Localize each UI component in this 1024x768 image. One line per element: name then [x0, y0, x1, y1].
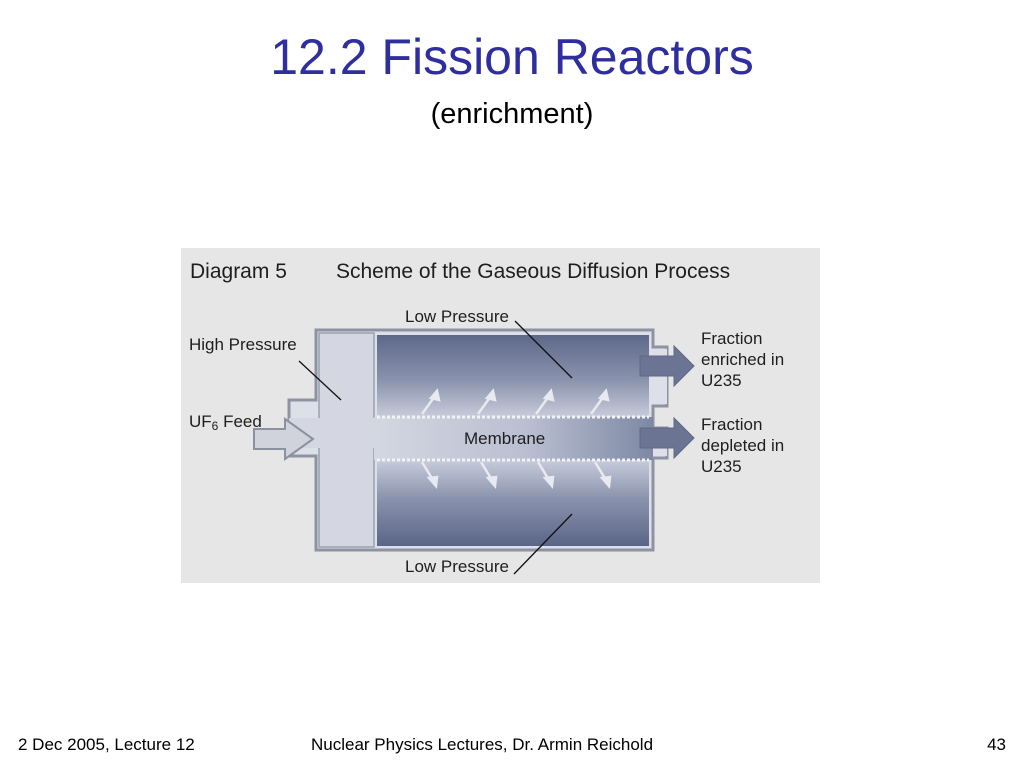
label-high-pressure: High Pressure — [189, 335, 297, 354]
enriched-line-2: enriched in — [701, 350, 784, 369]
low-pressure-chamber-top — [377, 335, 649, 417]
depleted-line-1: Fraction — [701, 415, 762, 434]
central-channel — [374, 417, 653, 460]
slide-title: 12.2 Fission Reactors — [270, 29, 754, 85]
leader-line-low-pressure-top — [514, 320, 573, 379]
footer-page-number: 43 — [987, 735, 1006, 754]
depleted-output-arrow — [639, 416, 695, 460]
diagram-heading-text: Scheme of the Gaseous Diffusion Process — [336, 260, 730, 283]
diagram-heading-number: Diagram 5 — [190, 260, 287, 283]
label-low-pressure-bottom: Low Pressure — [405, 557, 509, 576]
leader-line-low-pressure-bottom — [513, 513, 573, 575]
enriched-output-arrow — [639, 344, 695, 388]
feed-arrow — [253, 417, 315, 461]
diffusion-arrows-up — [420, 388, 610, 415]
footer-date-lecture: 2 Dec 2005, Lecture 12 — [18, 735, 195, 754]
enriched-line-3: U235 — [701, 371, 742, 390]
leader-line-high-pressure — [298, 360, 342, 401]
depleted-line-2: depleted in — [701, 436, 784, 455]
diffusion-arrows-down — [420, 461, 612, 489]
footer-course-author: Nuclear Physics Lectures, Dr. Armin Reic… — [311, 735, 654, 754]
slide-subtitle: (enrichment) — [430, 98, 594, 130]
label-depleted-fraction: Fraction depleted in U235 — [701, 415, 784, 476]
label-membrane: Membrane — [464, 429, 545, 448]
gaseous-diffusion-diagram: Diagram 5 Scheme of the Gaseous Diffusio… — [181, 248, 820, 583]
label-low-pressure-top: Low Pressure — [405, 307, 509, 326]
diagram-canvas: Diagram 5 Scheme of the Gaseous Diffusio… — [181, 248, 820, 583]
label-enriched-fraction: Fraction enriched in U235 — [701, 329, 784, 390]
low-pressure-chamber-bottom — [377, 460, 649, 546]
depleted-line-3: U235 — [701, 457, 742, 476]
label-uf6-feed: UF6 Feed — [189, 412, 262, 433]
enriched-line-1: Fraction — [701, 329, 762, 348]
